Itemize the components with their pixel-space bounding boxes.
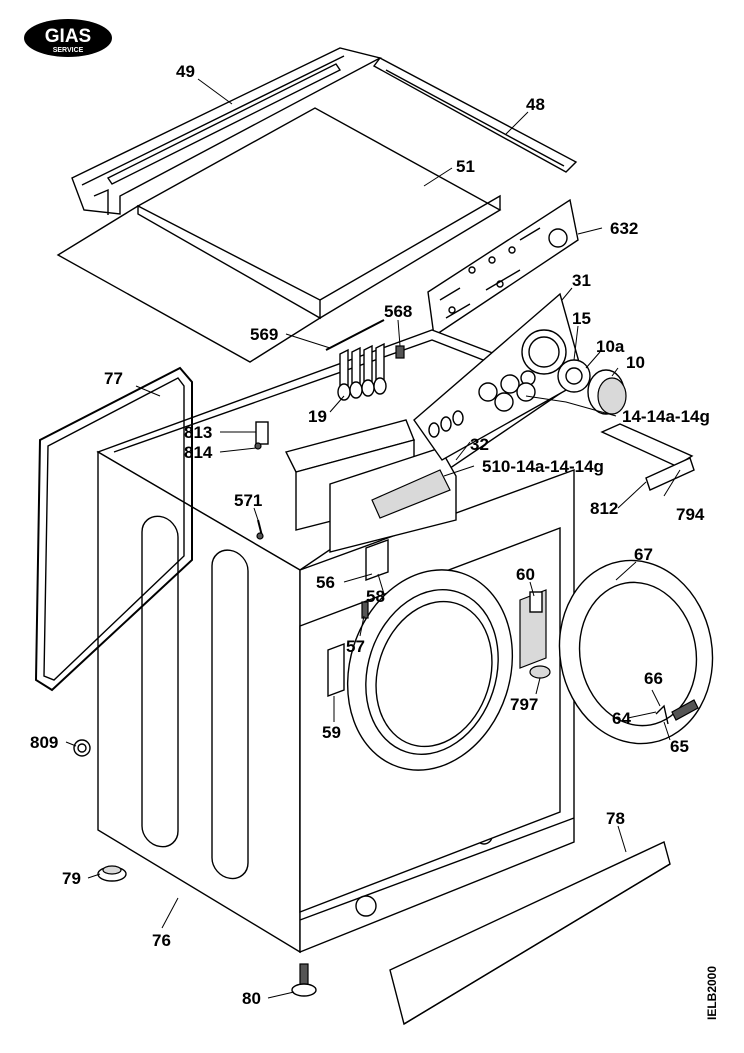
- callout-65: 65: [670, 737, 689, 756]
- callout-31: 31: [572, 271, 591, 290]
- callout-60: 60: [516, 565, 535, 584]
- callout-56: 56: [316, 573, 335, 592]
- callout-51: 51: [456, 157, 475, 176]
- svg-text:SERVICE: SERVICE: [53, 47, 84, 54]
- callout-78: 78: [606, 809, 625, 828]
- knob-parts: [494, 359, 627, 415]
- small-parts: [34, 319, 695, 1026]
- control-board-part: [427, 198, 579, 338]
- callout-32: 32: [470, 435, 489, 454]
- callout-labels: 49 48 51 632 31 568 569 15 10a 10 77 19 …: [30, 62, 710, 1008]
- front-panel-part: [299, 526, 561, 914]
- callout-19: 19: [308, 407, 327, 426]
- callout-571: 571: [234, 491, 262, 510]
- detergent-drawer-part: [284, 419, 457, 553]
- callout-64: 64: [612, 709, 631, 728]
- door-part: [519, 559, 714, 745]
- callout-510-14a-14-14g: 510-14a-14-14g: [482, 457, 604, 476]
- callout-15: 15: [572, 309, 591, 328]
- callout-76: 76: [152, 931, 171, 950]
- callout-814: 814: [184, 443, 213, 462]
- callout-568: 568: [384, 302, 412, 321]
- callout-79: 79: [62, 869, 81, 888]
- callout-80: 80: [242, 989, 261, 1008]
- callout-59: 59: [322, 723, 341, 742]
- gias-service-logo: GIAS SERVICE: [24, 19, 112, 57]
- callout-66: 66: [644, 669, 663, 688]
- callout-48: 48: [526, 95, 545, 114]
- callout-812: 812: [590, 499, 618, 518]
- callout-57: 57: [346, 637, 365, 656]
- callout-77: 77: [104, 369, 123, 388]
- callout-813: 813: [184, 423, 212, 442]
- leader-lines: [65, 78, 681, 999]
- worktop-panel-part: [56, 107, 502, 363]
- callout-67: 67: [634, 545, 653, 564]
- callout-632: 632: [610, 219, 638, 238]
- callout-10: 10: [626, 353, 645, 372]
- callout-797: 797: [510, 695, 538, 714]
- callout-49: 49: [176, 62, 195, 81]
- top-frame-part: [71, 47, 578, 215]
- drawing-code: IELB2000: [705, 966, 719, 1020]
- callout-569: 569: [250, 325, 278, 344]
- callout-58: 58: [366, 587, 385, 606]
- callout-10a: 10a: [596, 337, 625, 356]
- svg-text:GIAS: GIAS: [45, 26, 91, 47]
- control-fascia-part: [413, 292, 585, 461]
- callout-794: 794: [676, 505, 705, 524]
- callout-14-14a-14g: 14-14a-14g: [622, 407, 710, 426]
- callout-809: 809: [30, 733, 58, 752]
